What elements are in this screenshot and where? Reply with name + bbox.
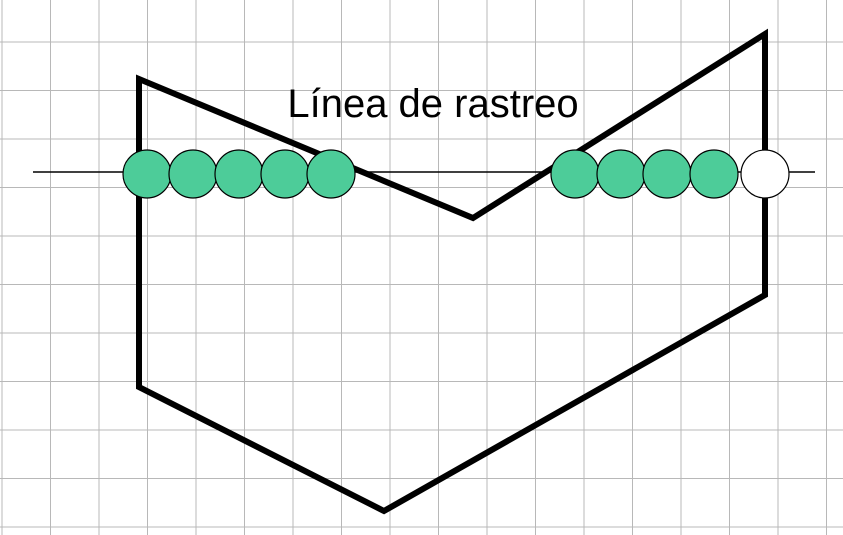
filled-pixel [689, 149, 739, 199]
filled-pixel [168, 149, 218, 199]
filled-pixel [550, 149, 600, 199]
filled-pixel [306, 149, 356, 199]
scan-line-label: Línea de rastreo [287, 82, 578, 126]
filled-pixel [596, 149, 646, 199]
polygon-outline [136, 28, 768, 515]
filled-pixel [642, 149, 692, 199]
unfilled-pixel [740, 149, 790, 199]
pixel-row [122, 149, 790, 199]
filled-pixel [260, 149, 310, 199]
filled-pixel [214, 149, 264, 199]
filled-pixel [122, 149, 172, 199]
